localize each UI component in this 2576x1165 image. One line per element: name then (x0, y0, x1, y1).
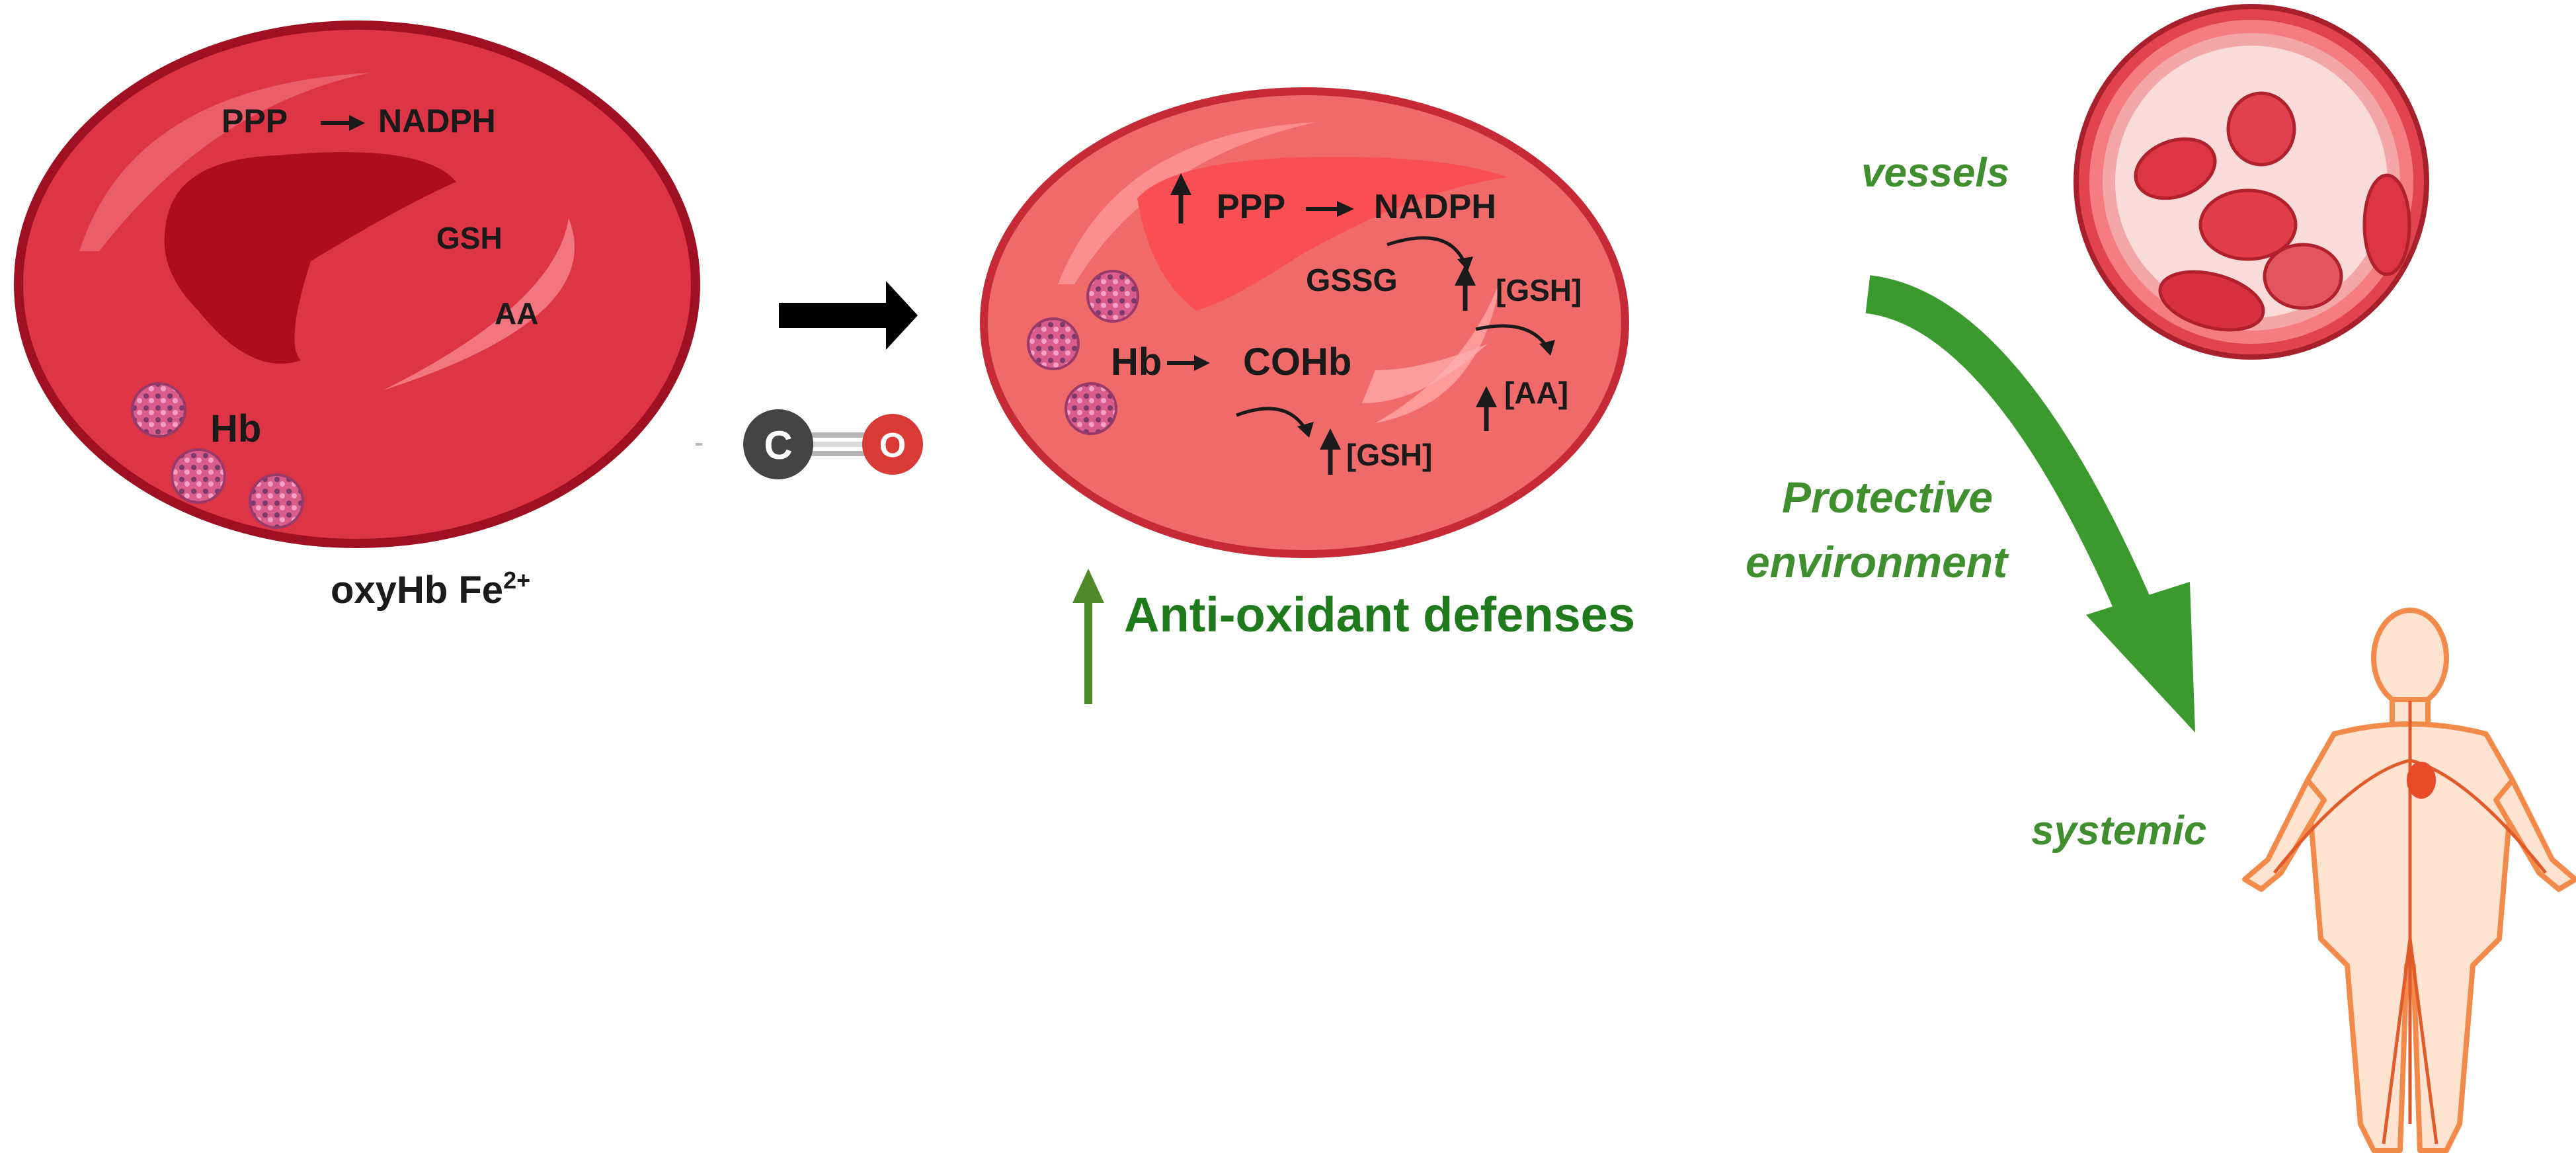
caption-main: oxyHb Fe (331, 569, 503, 612)
right-nadph-label: NADPH (1374, 188, 1496, 226)
right-cohb-label: COHb (1243, 341, 1351, 383)
left-caption: oxyHb Fe2+ (331, 567, 530, 612)
hb-cluster-icon (1065, 382, 1117, 435)
left-cell-rim-highlight (383, 218, 575, 390)
heart-icon (2407, 762, 2436, 799)
left-ppp-label: PPP (221, 102, 288, 140)
right-hb-label: Hb (1111, 341, 1162, 383)
right-cell-highlight (1058, 122, 1316, 284)
right-red-blood-cell: PPP NADPH GSSG [GSH] Hb COHb (980, 87, 1629, 558)
carbon-label: C (764, 423, 792, 467)
right-ppp-label: PPP (1217, 188, 1285, 226)
right-ppp-arrow (1306, 201, 1354, 217)
right-gsh-lower-label: [GSH] (1346, 438, 1432, 472)
right-cell-center-dimple (1137, 157, 1508, 311)
left-hb-label: Hb (210, 407, 261, 450)
right-cell-inner-band (1362, 344, 1488, 403)
left-cell-highlight (79, 73, 370, 251)
vessels-label: vessels (1861, 150, 2009, 196)
hb-cluster-icon (171, 448, 226, 504)
curved-arrow-icon (1236, 407, 1314, 438)
hb-cluster-icon (1086, 270, 1139, 323)
right-gssg-label: GSSG (1306, 263, 1398, 298)
protective-label-line1: Protective (1782, 473, 1993, 522)
right-gsh-upper-label: [GSH] (1496, 273, 1582, 307)
antioxidant-label: Anti-oxidant defenses (1124, 587, 1635, 642)
caption-superscript: 2+ (503, 567, 530, 594)
hb-cluster-icon (1027, 317, 1080, 370)
up-arrow-icon (1320, 428, 1341, 475)
curved-arrow-icon (1387, 236, 1473, 271)
svg-text:oxyHb Fe2+: oxyHb Fe2+ (331, 567, 530, 612)
left-ppp-arrow (321, 115, 365, 131)
co-molecule: C O (696, 409, 923, 479)
curved-green-arrow (1865, 275, 2195, 733)
right-aa-label: [AA] (1504, 376, 1568, 410)
right-hb-arrow (1167, 355, 1210, 371)
up-arrow-icon (1455, 264, 1476, 311)
hb-cluster-icon (249, 473, 304, 529)
up-arrow-icon (1170, 173, 1191, 223)
curved-arrow-icon (1475, 324, 1555, 356)
systemic-label: systemic (2031, 808, 2206, 854)
antioxidant-arrow-icon (1072, 569, 1104, 704)
left-gsh-label: GSH (436, 221, 503, 255)
left-cell-body (14, 20, 700, 548)
oxygen-atom-icon (862, 414, 923, 475)
oxygen-label: O (879, 426, 906, 465)
up-arrow-icon (1476, 386, 1497, 431)
blood-vessel-cross-section (2073, 4, 2429, 360)
left-nadph-label: NADPH (378, 102, 496, 140)
hb-cluster-icon (131, 382, 186, 438)
protective-label-line2: environment (1746, 538, 2009, 586)
transition-arrow (779, 281, 918, 350)
left-cell-center-dimple (164, 152, 457, 364)
carbon-atom-icon (743, 409, 813, 479)
left-red-blood-cell: PPP NADPH GSH AA Hb (14, 20, 700, 548)
left-aa-label: AA (495, 296, 538, 331)
